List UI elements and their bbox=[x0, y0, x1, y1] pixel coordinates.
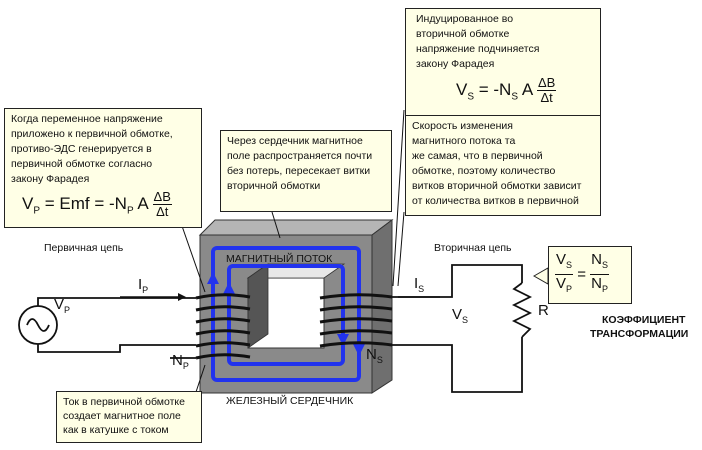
symbol-vp: VP bbox=[54, 296, 71, 315]
core-window-inner-side bbox=[247, 263, 269, 349]
note-flux-rate: Скорость изменения магнитного потока та … bbox=[405, 116, 601, 216]
note-core-flux: Через сердечник магнитное поле распростр… bbox=[220, 130, 392, 212]
symbol-is: IS bbox=[414, 275, 425, 294]
resistor-icon bbox=[511, 282, 533, 338]
symbol-np: NP bbox=[172, 352, 189, 371]
label-primary-circuit: Первичная цепь bbox=[44, 242, 124, 254]
ratio-v: VS VP bbox=[555, 251, 574, 294]
core-top-face bbox=[198, 219, 394, 236]
symbol-vs: VS bbox=[452, 306, 469, 325]
flux-arrow-right-inner bbox=[337, 334, 349, 346]
primary-coil bbox=[195, 293, 251, 360]
flux-arrow-right-outer bbox=[353, 344, 365, 356]
ratio-box: VS VP = NS NP bbox=[548, 246, 632, 304]
note-primary-emf: Когда переменное напряжение приложено к … bbox=[4, 108, 202, 228]
label-iron-core: ЖЕЛЕЗНЫЙ СЕРДЕЧНИК bbox=[226, 395, 354, 407]
symbol-ns: NS bbox=[366, 346, 383, 365]
ratio-n: NS NP bbox=[590, 251, 609, 294]
ip-arrowhead-icon bbox=[178, 293, 186, 301]
flux-loop-outer bbox=[211, 246, 361, 382]
symbol-ip: IP bbox=[138, 276, 149, 295]
note-primary-current: Ток в первичной обмотке создает магнитно… bbox=[56, 391, 202, 443]
label-magnetic-flux: МАГНИТНЫЙ ПОТОК bbox=[226, 253, 333, 265]
note-faraday-secondary: Индуцированное во вторичной обмотке напр… bbox=[405, 8, 601, 116]
flux-arrow-left-outer bbox=[207, 272, 219, 284]
symbol-r: R bbox=[538, 302, 549, 319]
sine-wave-icon bbox=[26, 318, 50, 332]
secondary-wiring bbox=[392, 264, 523, 393]
label-secondary-circuit: Вторичная цепь bbox=[434, 242, 512, 254]
ratio-callout-notch bbox=[532, 267, 549, 285]
flux-arrow-left-inner bbox=[223, 282, 235, 294]
label-coefficient-2: ТРАНСФОРМАЦИИ bbox=[590, 328, 689, 340]
primary-wiring bbox=[37, 297, 196, 359]
label-coefficient-1: КОЭФФИЦИЕНТ bbox=[602, 314, 686, 326]
flux-loop-inner bbox=[227, 264, 345, 366]
secondary-coil bbox=[319, 293, 393, 348]
callout-lines bbox=[181, 109, 405, 393]
